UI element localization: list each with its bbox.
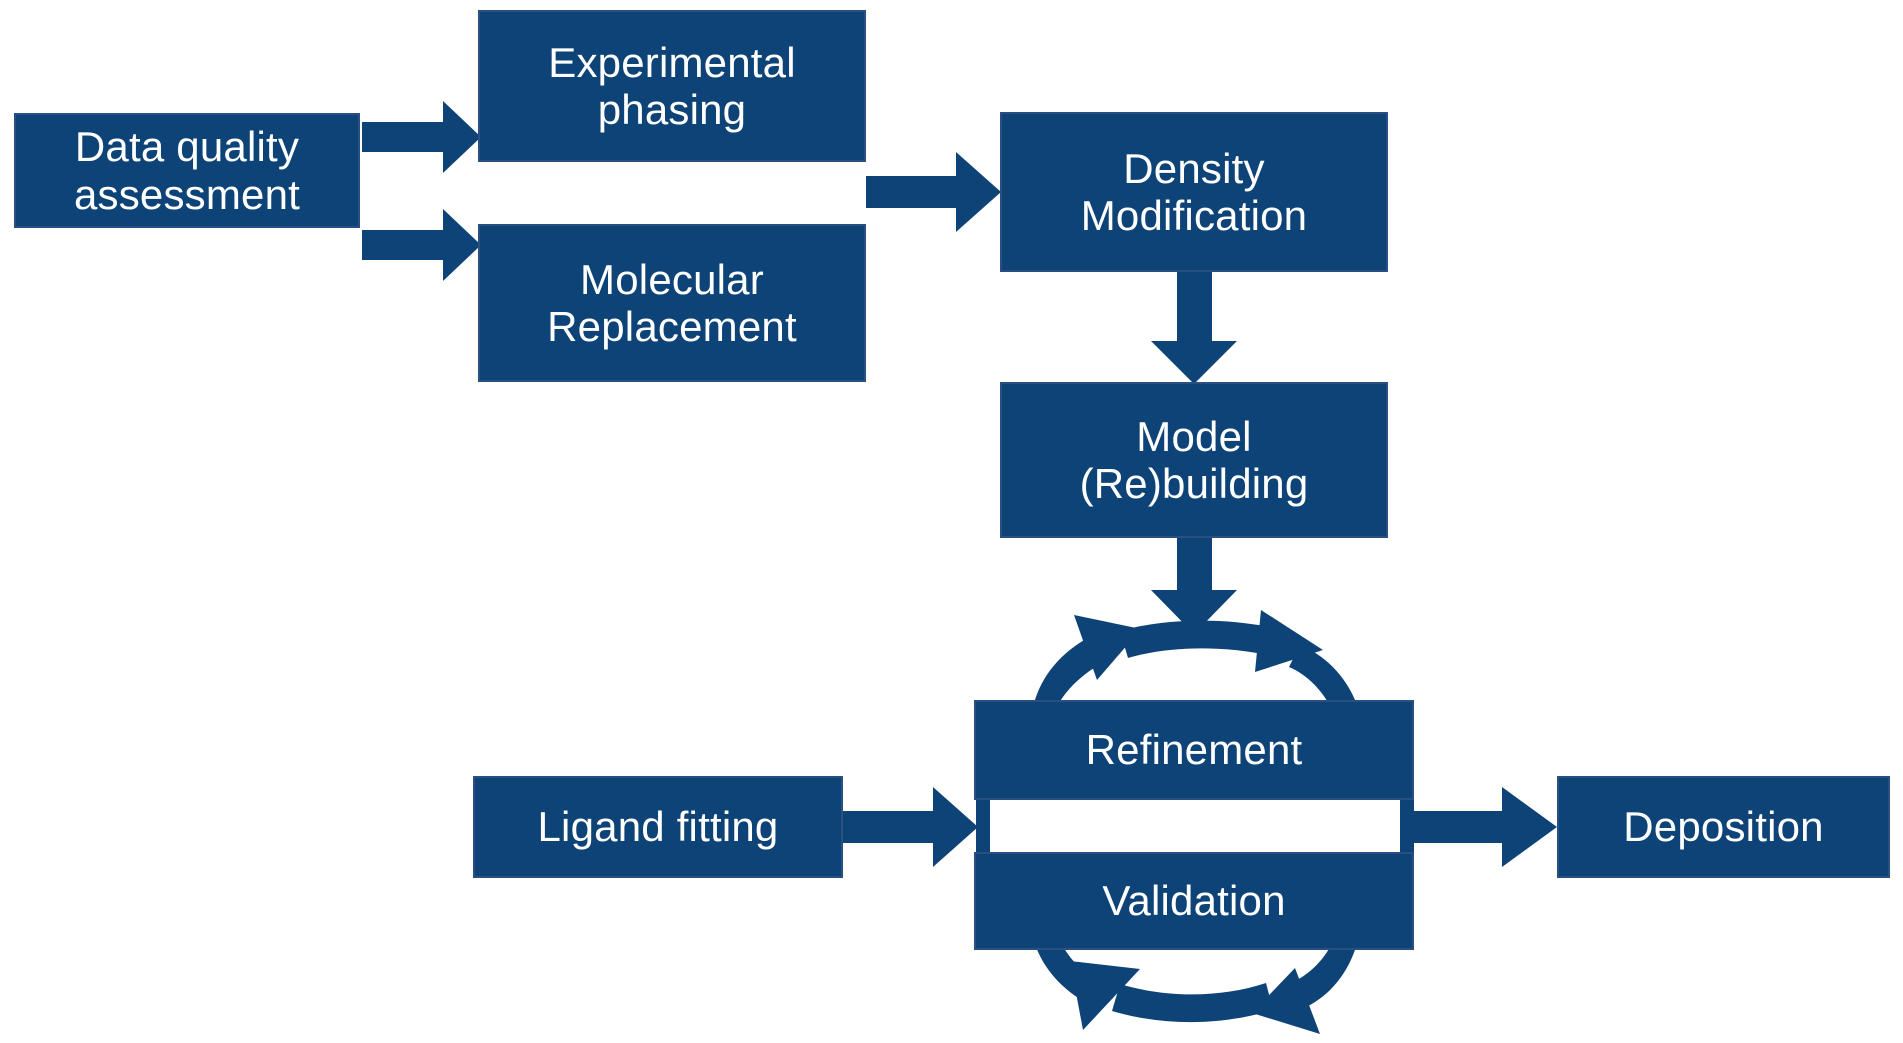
arrow-phasing-to-density xyxy=(866,152,1001,232)
node-experimental-phasing[interactable]: Experimental phasing xyxy=(478,10,866,162)
node-model-rebuilding[interactable]: Model (Re)building xyxy=(1000,382,1388,538)
arrow-model-to-cycle xyxy=(1151,538,1237,634)
node-data-quality-assessment[interactable]: Data quality assessment xyxy=(14,113,360,228)
node-validation[interactable]: Validation xyxy=(974,852,1414,950)
node-density-modification[interactable]: Density Modification xyxy=(1000,112,1388,272)
cycle-arc-bottom-left xyxy=(1112,983,1273,1023)
arrow-data-quality-to-molecular xyxy=(362,209,481,281)
node-refinement[interactable]: Refinement xyxy=(974,700,1414,800)
node-ligand-fitting[interactable]: Ligand fitting xyxy=(473,776,843,878)
cycle-ring-right-edge xyxy=(1400,800,1414,852)
cycle-arrowhead-top-right xyxy=(1255,610,1323,672)
arrow-density-to-model xyxy=(1151,272,1237,384)
node-deposition[interactable]: Deposition xyxy=(1557,776,1890,878)
cycle-arc-bottom-left-tail xyxy=(1036,936,1104,1006)
cycle-ring-left-edge xyxy=(976,800,990,852)
node-molecular-replacement[interactable]: Molecular Replacement xyxy=(478,224,866,382)
cycle-arc-top-right-tail xyxy=(1289,645,1355,712)
cycle-arc-bottom-right xyxy=(1289,939,1355,1010)
arrow-cycle-to-deposition xyxy=(1412,787,1557,867)
arrow-ligand-to-cycle xyxy=(843,787,978,867)
arrow-data-quality-to-experimental xyxy=(362,101,481,173)
cycle-arrowhead-bottom-right xyxy=(1252,968,1320,1034)
cycle-arc-top-right xyxy=(1120,620,1292,659)
